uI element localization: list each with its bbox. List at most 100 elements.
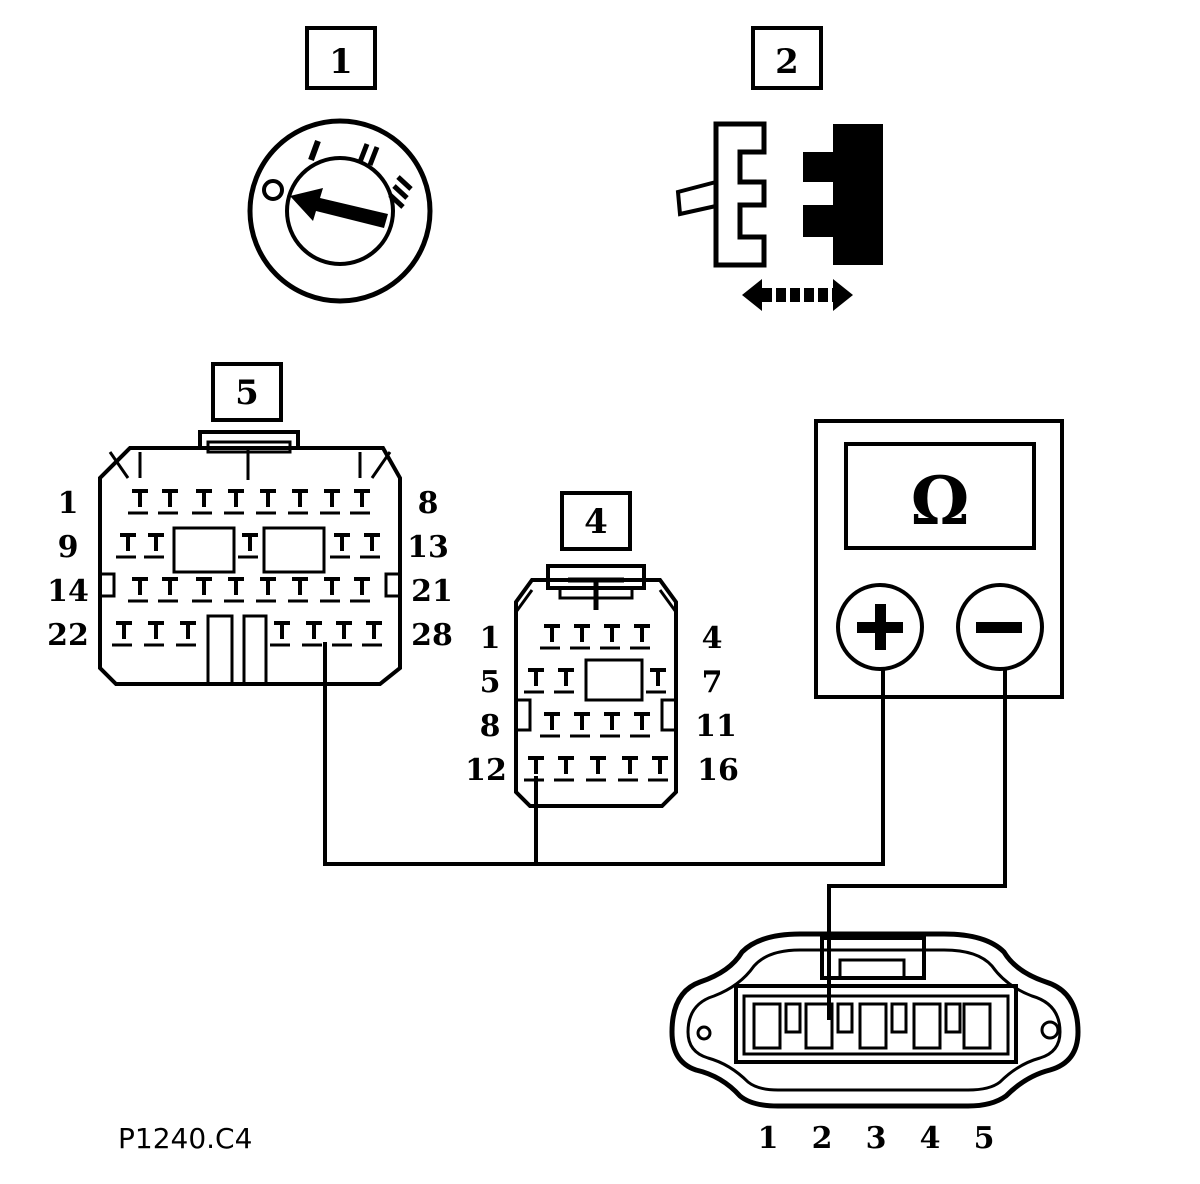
c5-terminal xyxy=(128,489,152,515)
c5-terminal xyxy=(270,621,294,647)
wire-positive-lead xyxy=(323,642,885,866)
position-ii-mark xyxy=(357,143,370,163)
c5-terminal xyxy=(330,533,354,559)
callout-2: 2 xyxy=(751,26,823,90)
sensor-pin-4-label: 4 xyxy=(920,1121,941,1156)
c5-terminal xyxy=(288,577,312,603)
position-iii-mark xyxy=(396,175,413,191)
callout-4: 4 xyxy=(560,491,632,551)
c5-terminal xyxy=(238,533,262,559)
c4-terminal xyxy=(554,668,578,694)
connector-28-terminals xyxy=(112,489,386,647)
callout-2-label: 2 xyxy=(775,42,799,82)
connector-16-terminals xyxy=(524,624,672,782)
callout-5-label: 5 xyxy=(235,373,259,413)
c5-pin-13-label: 13 xyxy=(407,530,449,565)
c4-terminal xyxy=(630,624,654,650)
sensor-pin-slot xyxy=(962,1002,992,1050)
c5-terminal xyxy=(320,489,344,515)
figure-code: P1240.C4 xyxy=(118,1122,252,1155)
c5-terminal xyxy=(360,533,384,559)
c4-terminal xyxy=(586,756,610,782)
c5-terminal xyxy=(332,621,356,647)
sensor-connector-5-pin: 1 2 3 4 5 xyxy=(669,931,1081,1156)
c5-terminal xyxy=(224,577,248,603)
c4-terminal xyxy=(646,668,670,694)
c4-pin-8-label: 8 xyxy=(480,709,501,744)
sensor-pin-key xyxy=(890,1002,908,1034)
sensor-pin-key xyxy=(836,1002,854,1034)
meter-display xyxy=(844,442,1036,550)
c5-pin-8-label: 8 xyxy=(418,486,439,521)
sensor-pin-key xyxy=(944,1002,962,1034)
c5-terminal xyxy=(176,621,200,647)
ohm-symbol: Ω xyxy=(911,462,970,540)
meter-minus-terminal xyxy=(956,583,1044,671)
c4-terminal xyxy=(600,624,624,650)
meter-plus-terminal xyxy=(836,583,924,671)
sensor-pin-5-label: 5 xyxy=(974,1121,995,1156)
c5-terminal xyxy=(158,489,182,515)
c4-terminal xyxy=(618,756,642,782)
c5-pin-22-label: 22 xyxy=(47,618,89,653)
sensor-pin-slot xyxy=(752,1002,782,1050)
c5-terminal xyxy=(288,489,312,515)
c4-terminal xyxy=(540,712,564,738)
position-i-mark xyxy=(308,139,321,162)
callout-1-label: 1 xyxy=(329,42,353,82)
ohmmeter: Ω xyxy=(814,419,1064,699)
c4-terminal xyxy=(524,668,548,694)
position-o-mark xyxy=(262,179,284,201)
c5-pin-28-label: 28 xyxy=(411,618,453,653)
c5-terminal xyxy=(350,489,374,515)
key-pointer-arrow xyxy=(290,188,388,228)
c4-pin-1-label: 1 xyxy=(480,621,501,656)
double-arrow-icon xyxy=(742,279,853,311)
c5-pin-14-label: 14 xyxy=(47,574,89,609)
c4-terminal xyxy=(570,712,594,738)
c5-terminal xyxy=(256,577,280,603)
sensor-pin-slot xyxy=(912,1002,942,1050)
sensor-pin-3-label: 3 xyxy=(866,1121,887,1156)
callout-4-label: 4 xyxy=(584,502,608,542)
sensor-pin-1-label: 1 xyxy=(758,1121,779,1156)
sensor-pin-slots xyxy=(752,1002,992,1050)
c5-pin-1-label: 1 xyxy=(58,486,79,521)
c5-terminal xyxy=(116,533,140,559)
c4-pin-12-label: 12 xyxy=(465,753,507,788)
connector-28-pin: 1 8 9 13 14 21 22 28 xyxy=(47,430,453,686)
c5-terminal xyxy=(144,621,168,647)
c4-pin-11-label: 11 xyxy=(695,709,737,744)
c4-pin-5-label: 5 xyxy=(480,665,501,700)
sensor-pin-2-label: 2 xyxy=(812,1121,833,1156)
c5-terminal xyxy=(350,577,374,603)
callout-5: 5 xyxy=(211,362,283,422)
sensor-pin-slot xyxy=(804,1002,834,1050)
c4-pin-4-label: 4 xyxy=(702,621,723,656)
c4-terminal xyxy=(648,756,672,782)
c5-terminal xyxy=(128,577,152,603)
c5-pin-9-label: 9 xyxy=(58,530,79,565)
connector-16-pin: 1 4 5 7 8 11 12 16 xyxy=(465,564,739,808)
c5-terminal xyxy=(256,489,280,515)
c4-terminal xyxy=(600,712,624,738)
connector-male-half xyxy=(803,124,883,265)
c5-terminal xyxy=(192,489,216,515)
ignition-switch-icon xyxy=(247,118,433,304)
c5-terminal xyxy=(320,577,344,603)
c5-terminal xyxy=(144,533,168,559)
connector-disconnect-icon xyxy=(675,121,883,311)
c4-terminal xyxy=(554,756,578,782)
sensor-pin-key xyxy=(784,1002,802,1034)
callout-1: 1 xyxy=(305,26,377,90)
c4-terminal xyxy=(540,624,564,650)
c5-terminal xyxy=(302,621,326,647)
c5-terminal xyxy=(158,577,182,603)
c5-terminal xyxy=(112,621,136,647)
connector-female-half xyxy=(713,121,767,268)
sensor-pin-slot xyxy=(858,1002,888,1050)
c4-terminal xyxy=(630,712,654,738)
c4-terminal xyxy=(570,624,594,650)
wire-negative-lead xyxy=(827,668,1007,1020)
